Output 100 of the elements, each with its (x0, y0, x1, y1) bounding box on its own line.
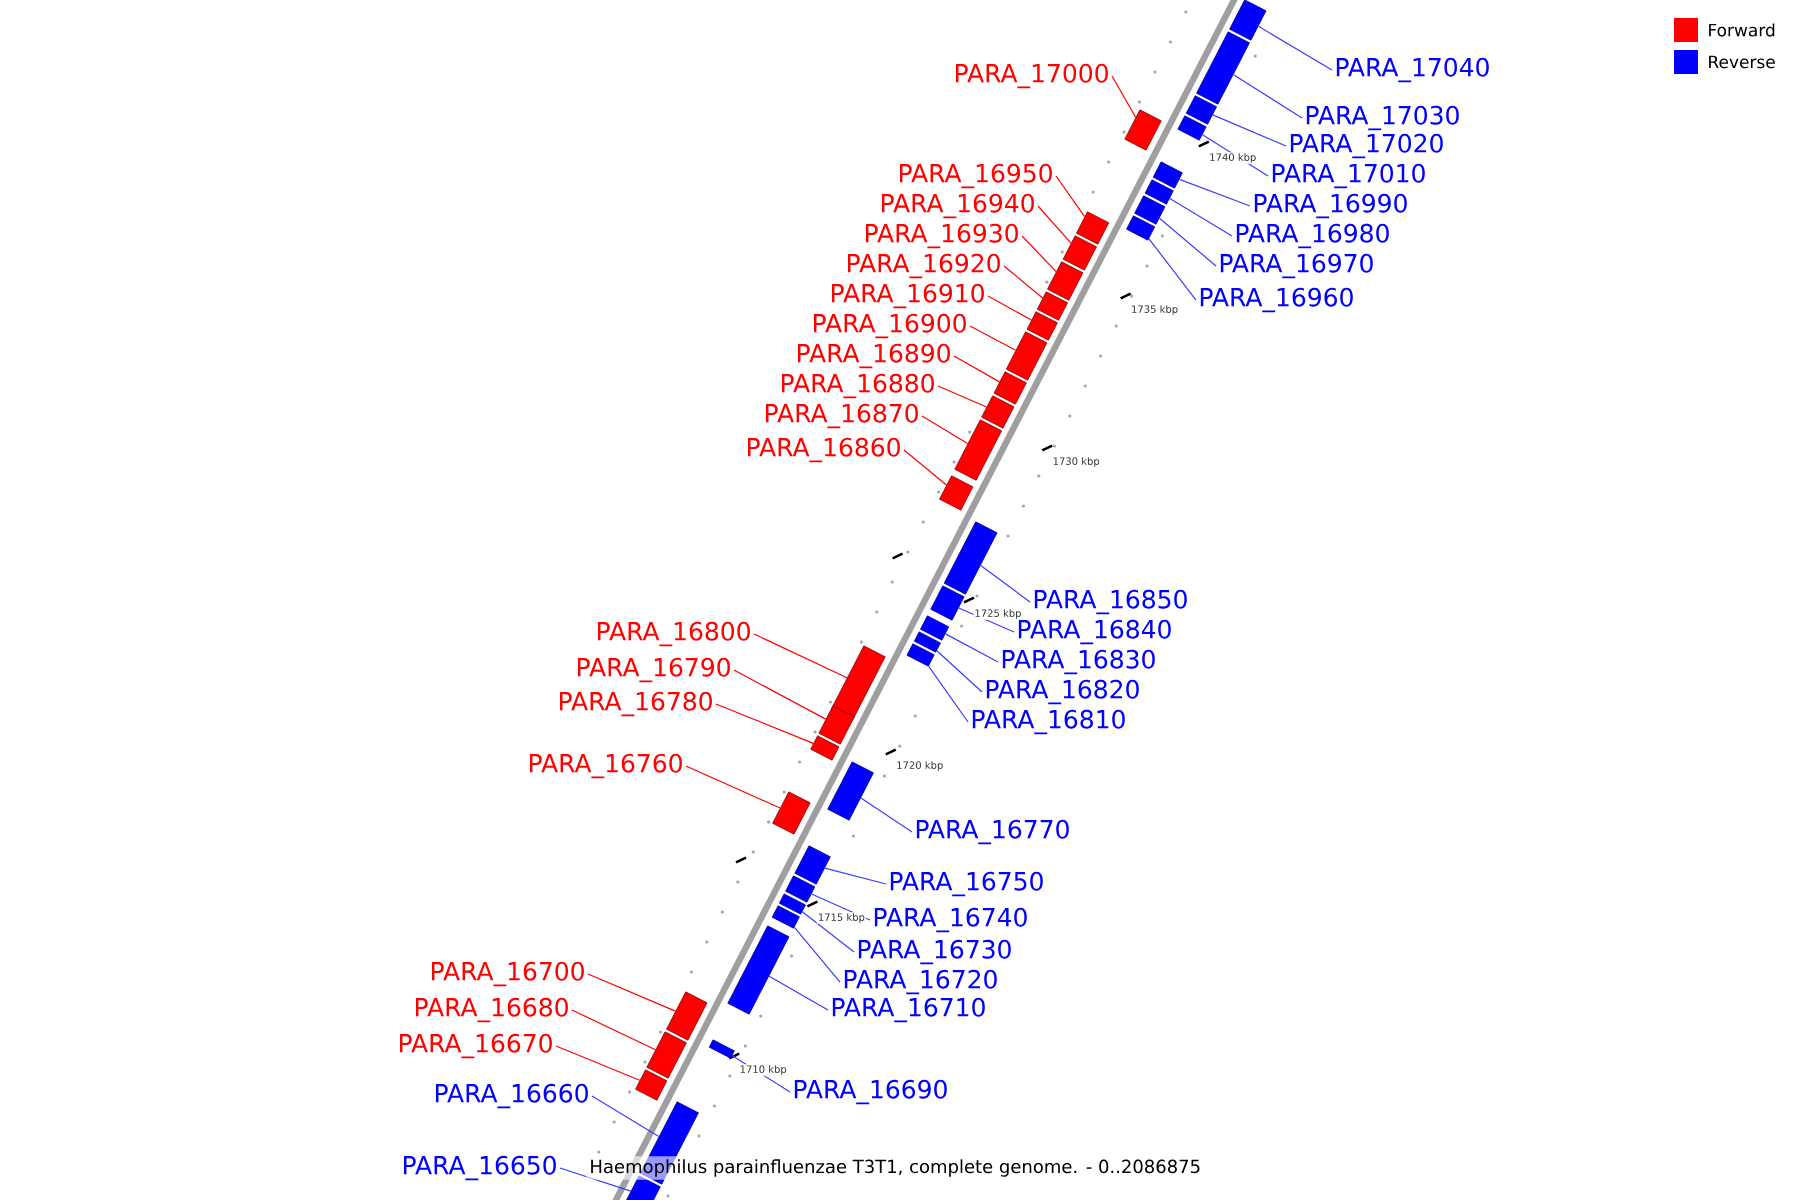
leader-line (555, 1045, 641, 1081)
leader-line (1232, 74, 1303, 119)
gene-label: PARA_17000 (956, 63, 1108, 89)
leader-line (1178, 178, 1251, 207)
gene-bar (772, 791, 811, 835)
leader-line (801, 911, 855, 953)
leader-line (715, 703, 814, 744)
leader-line (1169, 197, 1233, 237)
gene-label: PARA_16650 (404, 1155, 556, 1181)
gene-label: PARA_16690 (794, 1079, 947, 1105)
gene-bar (906, 643, 935, 667)
gene-bar (1026, 311, 1058, 341)
gene-bar (1124, 109, 1162, 151)
gene-bar (1036, 291, 1068, 321)
gene-bar (727, 925, 790, 1015)
gene-bar (785, 875, 816, 903)
leader-line (1003, 265, 1044, 299)
leader-line (953, 355, 1001, 383)
gene-bar (930, 585, 965, 621)
leader-line (860, 797, 913, 833)
leader-line (768, 975, 829, 1011)
gene-bar (1152, 161, 1183, 189)
leader-line (987, 295, 1032, 321)
gene-label: PARA_16910 (832, 283, 984, 309)
gene-bar (666, 991, 708, 1041)
gene-label: PARA_16810 (972, 709, 1125, 735)
legend-label: Reverse (1709, 55, 1775, 69)
leader-line (1037, 205, 1072, 244)
gene-bar (1076, 211, 1110, 245)
gene-bar (771, 905, 800, 929)
gene-label: PARA_16970 (1220, 253, 1373, 279)
gene-bar (778, 893, 806, 915)
leader-line (753, 633, 848, 679)
gene-bar (1144, 179, 1174, 205)
gene-label: PARA_16920 (848, 253, 1000, 279)
gene-label: PARA_16740 (874, 907, 1027, 933)
gene-label: PARA_16670 (400, 1033, 552, 1059)
leader-line (587, 973, 676, 1012)
leader-line (1158, 217, 1217, 267)
leader-line (1148, 238, 1197, 301)
gene-label: PARA_16700 (432, 961, 584, 987)
gene-label: PARA_16870 (766, 403, 918, 429)
gene-bar (981, 395, 1015, 429)
gene-label: PARA_16850 (1034, 589, 1187, 615)
gene-bar (635, 1069, 668, 1101)
gene-bar (1196, 31, 1250, 105)
leader-line (1257, 25, 1333, 71)
gene-label: PARA_16710 (832, 997, 985, 1023)
gene-label: PARA_16830 (1002, 649, 1155, 675)
gene-label: PARA_16820 (986, 679, 1139, 705)
gene-label: PARA_16840 (1018, 619, 1171, 645)
gene-label: PARA_16930 (866, 223, 1018, 249)
gene-bar (1229, 0, 1267, 41)
leader-line (559, 1167, 632, 1192)
leader-line (944, 633, 999, 663)
gene-bar (939, 475, 974, 511)
gene-label: PARA_16780 (560, 691, 712, 717)
leader-line (571, 1009, 656, 1051)
gene-bar (1126, 215, 1156, 241)
gene-label: PARA_16990 (1254, 193, 1407, 219)
gene-bar (1062, 235, 1097, 271)
gene-label: PARA_16800 (598, 621, 750, 647)
leader-line (903, 449, 947, 486)
gene-label: PARA_16940 (882, 193, 1034, 219)
gene-label: PARA_16960 (1200, 287, 1353, 313)
gene-label: PARA_16750 (890, 871, 1043, 897)
gene-bar (954, 419, 1002, 481)
gene-bar (830, 645, 886, 721)
gene-label: PARA_16860 (748, 437, 900, 463)
leader-line (980, 564, 1031, 603)
leader-line (824, 867, 887, 885)
gene-label: PARA_17020 (1290, 133, 1443, 159)
leader-line (928, 665, 969, 723)
gene-bar (708, 1039, 735, 1059)
gene-bar (943, 521, 998, 595)
caption: Haemophilus parainfluenzae T3T1, complete genome. - 0..2086875 (586, 1156, 1205, 1180)
leader-line (1111, 75, 1137, 118)
gene-label: PARA_16770 (916, 819, 1069, 845)
gene-label: PARA_16900 (814, 313, 966, 339)
gene-bar (1134, 195, 1166, 225)
leader-line (921, 415, 969, 445)
gene-bar (993, 371, 1027, 405)
gene-label: PARA_16950 (900, 163, 1052, 189)
leader-line (1055, 175, 1086, 218)
gene-label: PARA_17010 (1272, 163, 1425, 189)
gene-bar (1047, 261, 1084, 301)
gene-bar (827, 761, 874, 821)
gene-bar (818, 705, 855, 745)
gene-bar (646, 1031, 687, 1079)
gene-bar (624, 1175, 661, 1200)
gene-label: PARA_16890 (798, 343, 950, 369)
gene-label: PARA_17030 (1306, 105, 1459, 131)
gene-label: PARA_16680 (416, 997, 568, 1023)
leader-line (936, 650, 983, 693)
gene-bar (920, 615, 950, 641)
leader-line (793, 926, 841, 983)
gene-bar (1185, 95, 1217, 125)
gene-label: PARA_16880 (782, 373, 934, 399)
leader-line (937, 385, 987, 408)
leader-line (1212, 114, 1287, 147)
